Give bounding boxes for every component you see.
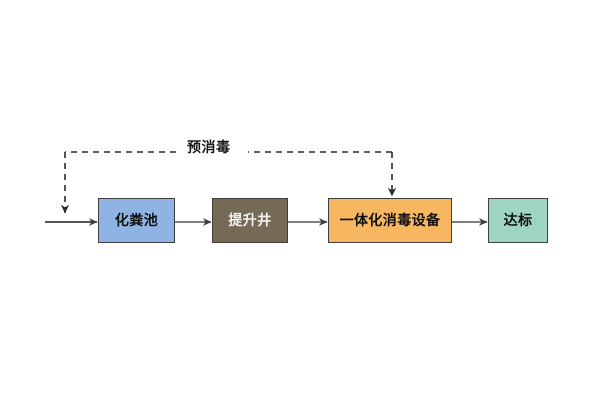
node-label-integrated-disinfection-equipment: 一体化消毒设备	[339, 212, 441, 229]
feedback-label-predisinfection: 预消毒	[180, 141, 238, 155]
node-label-lift-well: 提升井	[228, 212, 272, 229]
node-compliant-discharge[interactable]: 达标	[488, 198, 548, 243]
node-label-compliant-discharge: 达标	[503, 212, 533, 229]
node-lift-well[interactable]: 提升井	[212, 198, 288, 243]
node-integrated-disinfection-equipment[interactable]: 一体化消毒设备	[328, 198, 452, 243]
node-septic-tank[interactable]: 化粪池	[98, 198, 175, 243]
node-label-septic-tank: 化粪池	[114, 212, 159, 229]
